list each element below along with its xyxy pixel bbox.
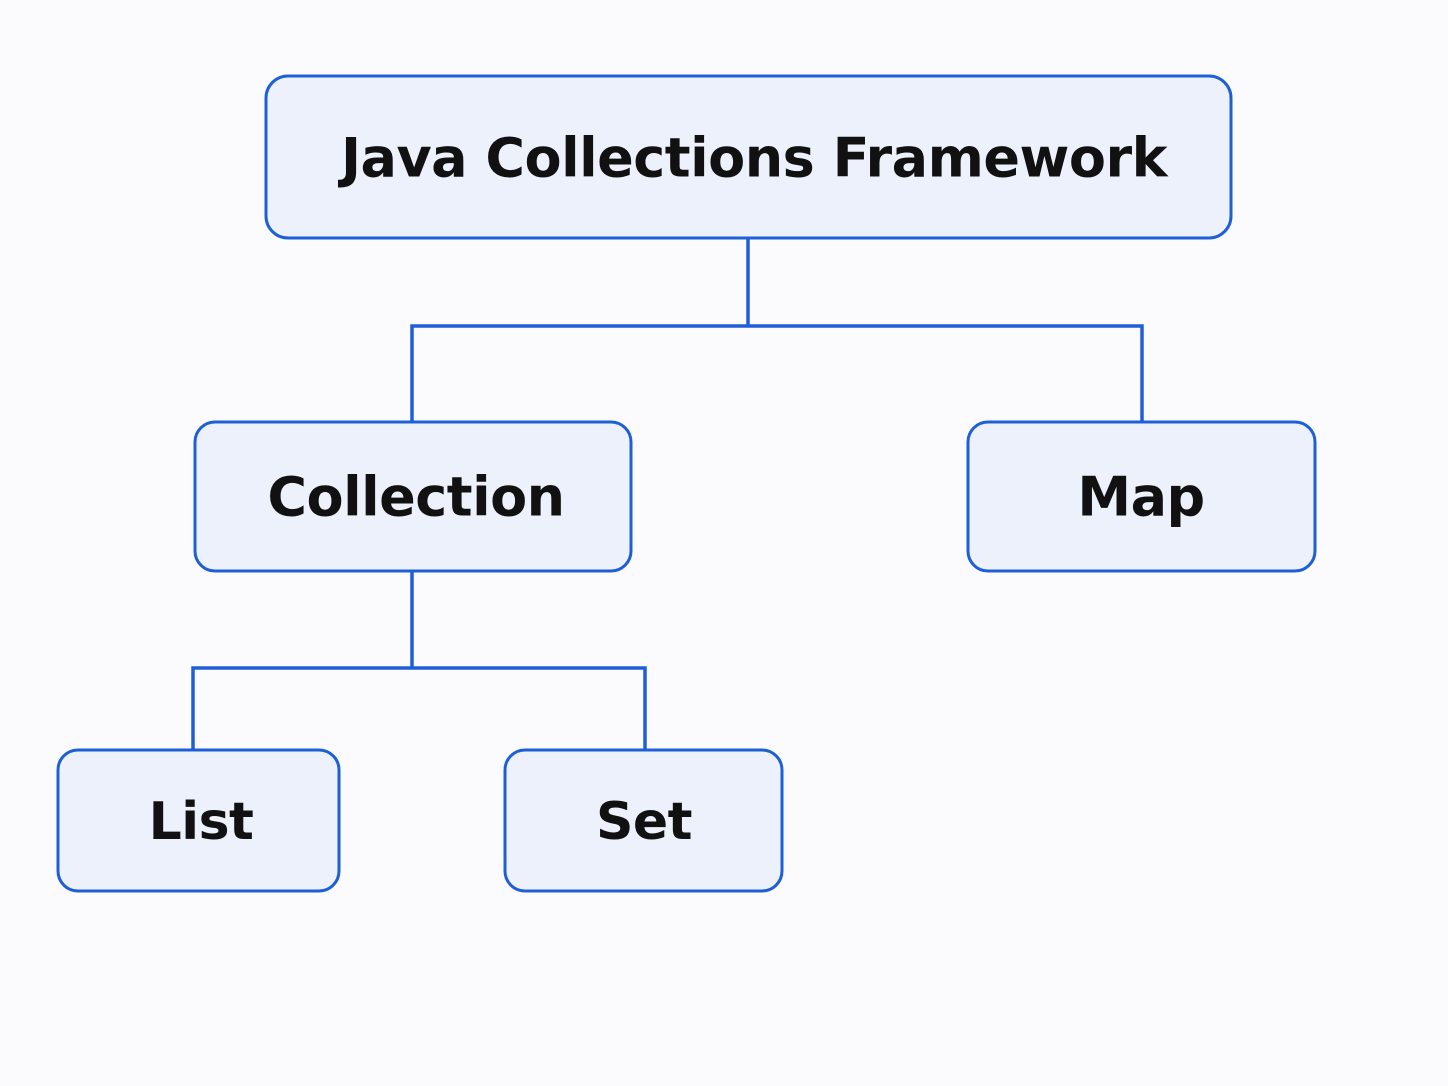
node-set: Set — [503, 748, 784, 893]
connector-root-to-children — [410, 236, 1144, 424]
node-label-map: Map — [1077, 466, 1204, 529]
node-box-map — [966, 420, 1317, 573]
node-box-set — [503, 748, 784, 893]
connectors — [191, 236, 1144, 752]
connector-collection-to-children — [191, 569, 647, 752]
node-label-list: List — [149, 792, 254, 852]
node-java-collections-framework: Java Collections Framework — [264, 74, 1233, 240]
node-label-collection: Collection — [267, 466, 564, 529]
node-box-collection — [193, 420, 633, 573]
node-label-root: Java Collections Framework — [337, 127, 1169, 190]
node-list: List — [56, 748, 341, 893]
node-box-list — [56, 748, 341, 893]
node-map: Map — [966, 420, 1317, 573]
node-label-set: Set — [596, 792, 692, 852]
node-box-root — [264, 74, 1233, 240]
node-collection: Collection — [193, 420, 633, 573]
